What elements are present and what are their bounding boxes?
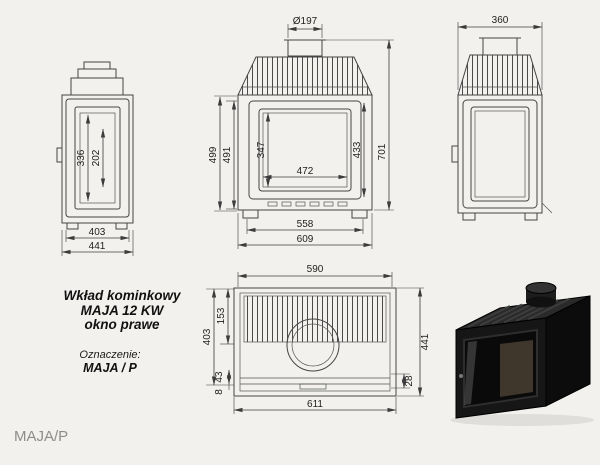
- dim-top-lip-b: 8: [214, 384, 230, 395]
- render-handle: [459, 374, 463, 378]
- render-firebox-interior: [500, 340, 533, 397]
- dim-left-depth-total: 441: [61, 230, 134, 256]
- product-title-line2: MAJA 12 KW: [81, 303, 165, 318]
- product-title-line3: okno prawe: [84, 317, 160, 332]
- dim-label: 403: [89, 227, 106, 238]
- right-door-frame: [462, 99, 538, 209]
- designation-label: Oznaczenie:: [79, 349, 140, 361]
- right-side-view: 360: [451, 15, 553, 221]
- dim-label: 360: [492, 15, 509, 26]
- dim-left-frame-height: 336: [76, 114, 91, 202]
- dim-front-total-height: 701: [326, 39, 394, 211]
- dim-front-width-total: 609: [237, 213, 373, 249]
- front-view: Ø197 499 491 347 472 433: [208, 16, 394, 249]
- dim-top-depth-total: 441: [397, 287, 431, 397]
- left-side-view: 336 202 403 441: [56, 61, 134, 256]
- dim-top-front-lip: 28: [391, 373, 415, 389]
- dim-left-depth-inner: 403: [65, 227, 130, 242]
- dim-front-glass-height: 347: [256, 112, 271, 188]
- product-title-line1: Wkład kominkowy: [63, 288, 182, 303]
- dim-top-lip-a: 43: [214, 369, 232, 385]
- left-door-frame: [65, 98, 130, 218]
- front-body: [237, 94, 373, 211]
- top-view: 590 153 403 43 8: [202, 264, 431, 414]
- left-latch: [56, 147, 63, 163]
- dim-label: 472: [297, 166, 314, 177]
- dim-label: 28: [404, 375, 415, 387]
- right-canopy-ribs: [457, 54, 543, 96]
- front-canopy-ribs: [237, 56, 373, 96]
- top-body: [233, 287, 397, 397]
- render-shadow: [450, 414, 594, 426]
- title-block: Wkład kominkowy MAJA 12 KW okno prawe Oz…: [63, 288, 182, 375]
- dim-top-depth-inner: 403: [202, 288, 234, 386]
- right-foot: [462, 212, 476, 221]
- fireplace-3d-render: [450, 282, 594, 426]
- dim-label: 441: [420, 333, 431, 350]
- dim-top-width-bottom: 611: [233, 397, 397, 414]
- dim-left-glass-height: 202: [91, 128, 106, 188]
- dim-label: 609: [297, 234, 314, 245]
- dim-label: 336: [76, 149, 87, 166]
- front-window-frame: [248, 100, 362, 200]
- left-view-outline: [56, 61, 134, 230]
- dim-front-glass-width: 472: [262, 166, 348, 180]
- front-glass: [262, 112, 348, 188]
- left-foot: [115, 222, 128, 230]
- dim-front-width-inner: 558: [246, 219, 364, 234]
- right-glass: [474, 110, 526, 198]
- dim-top-flue-offset: 153: [216, 288, 234, 345]
- flue-opening: [286, 318, 340, 372]
- designation-value: MAJA / P: [83, 361, 137, 375]
- damper-lever: [541, 202, 553, 214]
- dim-label: 43: [214, 371, 225, 383]
- dim-front-height-inner: 491: [222, 100, 237, 210]
- left-foot: [66, 222, 79, 230]
- dim-top-width-top: 590: [237, 264, 393, 287]
- front-view-outline: [237, 39, 373, 219]
- dim-front-window-height: 433: [352, 102, 367, 198]
- dim-label: 433: [352, 141, 363, 158]
- sheet-caption: MAJA/P: [14, 428, 68, 445]
- dim-label: 491: [222, 146, 233, 163]
- dim-label: 590: [307, 264, 324, 275]
- dim-label: 611: [307, 399, 323, 410]
- dim-label: 347: [256, 141, 267, 158]
- dim-label: 153: [216, 307, 227, 324]
- front-foot: [242, 209, 259, 219]
- right-view-outline: [451, 37, 553, 221]
- dim-label: 441: [89, 241, 106, 252]
- dim-label: 202: [91, 149, 102, 166]
- top-view-outline: [233, 287, 397, 397]
- dim-front-height-outer: 499: [208, 95, 237, 212]
- right-foot: [524, 212, 538, 221]
- render-glass-reflection: [464, 341, 477, 405]
- dim-label: 499: [208, 146, 219, 163]
- top-handle: [299, 383, 327, 390]
- dim-flue-diameter: Ø197: [287, 16, 323, 38]
- dim-right-depth-top: 360: [457, 15, 543, 90]
- dim-label: 558: [297, 219, 314, 230]
- dim-label: 701: [377, 143, 388, 160]
- front-foot: [351, 209, 368, 219]
- dim-label: Ø197: [293, 16, 318, 27]
- dim-label: 403: [202, 328, 213, 345]
- right-handle: [451, 145, 459, 163]
- dim-label: 8: [214, 389, 225, 395]
- flue-collar: [287, 39, 323, 57]
